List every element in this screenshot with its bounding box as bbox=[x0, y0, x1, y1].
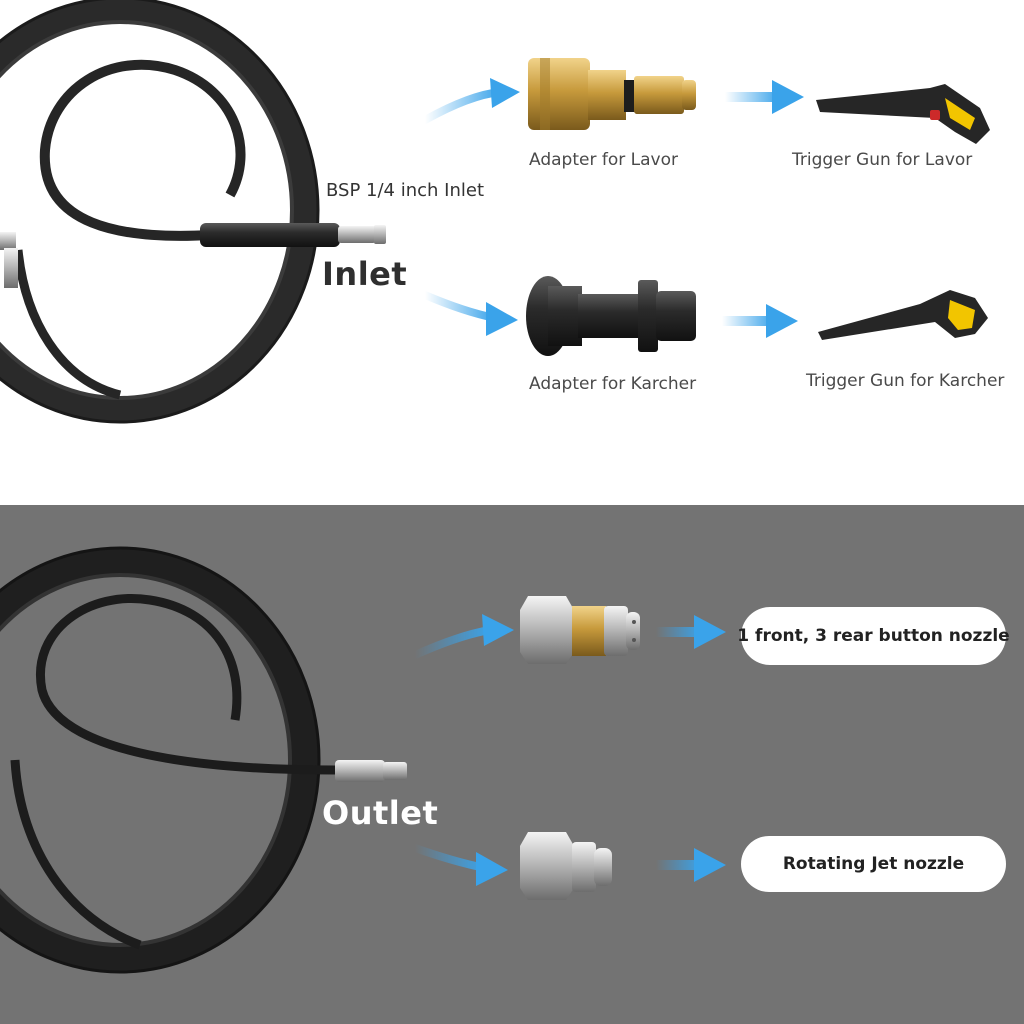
trigger-gun-icon bbox=[816, 84, 990, 144]
trigger-gun-lavor-label: Trigger Gun for Lavor bbox=[792, 150, 973, 170]
button-nozzle-label: 1 front, 3 rear button nozzle bbox=[737, 626, 1010, 646]
rotating-nozzle-icon bbox=[520, 832, 612, 900]
arrow-right-icon bbox=[656, 615, 726, 649]
trigger-gun-icon bbox=[818, 290, 988, 340]
arrow-right-icon bbox=[722, 304, 798, 338]
outlet-hose-coil-icon bbox=[0, 546, 407, 974]
adapter-karcher-label: Adapter for Karcher bbox=[529, 374, 697, 394]
button-nozzle-icon bbox=[520, 596, 640, 664]
inlet-title: Inlet bbox=[322, 255, 408, 293]
trigger-gun-karcher-label: Trigger Gun for Karcher bbox=[806, 371, 1005, 391]
arrow-right-icon bbox=[725, 80, 804, 114]
inlet-panel bbox=[0, 0, 1024, 505]
rotating-nozzle-label: Rotating Jet nozzle bbox=[782, 854, 965, 874]
inlet-hose-coil-icon bbox=[0, 0, 386, 424]
rotating-nozzle-pill: Rotating Jet nozzle bbox=[741, 836, 1006, 892]
brass-adapter-icon bbox=[528, 58, 696, 130]
arrow-right-icon bbox=[656, 848, 726, 882]
outlet-title: Outlet bbox=[322, 794, 439, 832]
arrow-right-icon bbox=[421, 291, 518, 336]
arrow-right-icon bbox=[411, 614, 514, 659]
adapter-lavor-label: Adapter for Lavor bbox=[529, 150, 678, 170]
black-adapter-icon bbox=[526, 276, 696, 356]
arrow-right-icon bbox=[421, 78, 520, 124]
button-nozzle-pill: 1 front, 3 rear button nozzle bbox=[737, 607, 1010, 665]
arrow-right-icon bbox=[411, 844, 508, 886]
bsp-inlet-label: BSP 1/4 inch Inlet bbox=[326, 180, 485, 201]
